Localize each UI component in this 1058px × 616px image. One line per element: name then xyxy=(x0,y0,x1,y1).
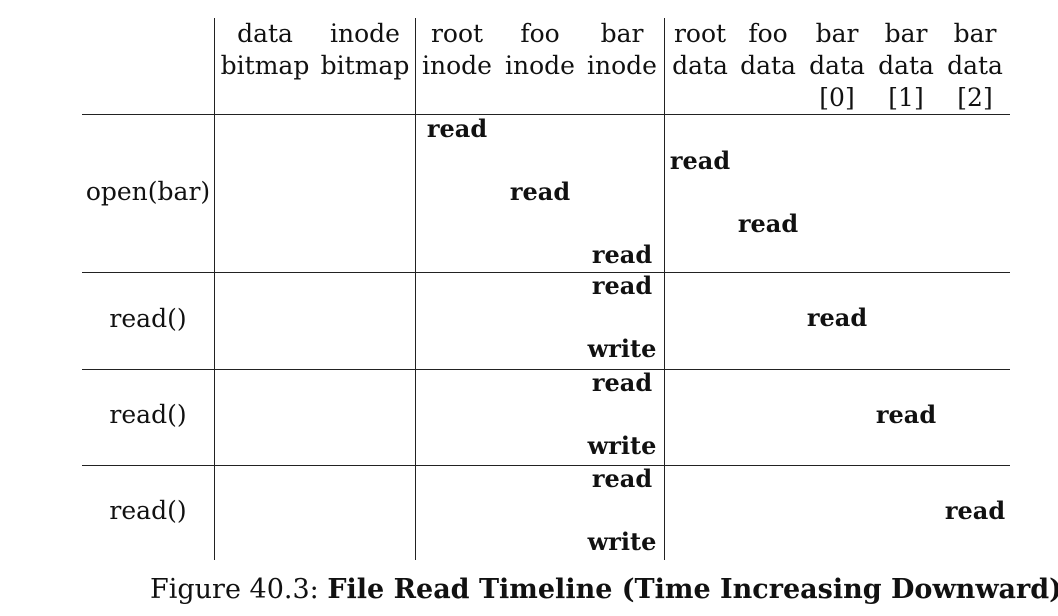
column-header-line: inode xyxy=(587,51,657,80)
column-header: bar inode xyxy=(587,18,657,82)
column-header: bar data [1] xyxy=(878,18,934,114)
column-header: foo data xyxy=(740,18,796,82)
column-header: data bitmap xyxy=(221,18,310,82)
column-header-line: foo xyxy=(748,19,788,48)
column-header-line: foo xyxy=(520,19,560,48)
column-divider xyxy=(415,18,416,560)
row-label: read() xyxy=(109,303,187,333)
column-header-line: data xyxy=(237,19,293,48)
column-header: inode bitmap xyxy=(321,18,410,82)
column-divider xyxy=(664,18,665,560)
caption-prefix: Figure 40.3: xyxy=(150,574,328,605)
row-divider xyxy=(82,465,1010,466)
column-header-line: data xyxy=(672,51,728,80)
caption-title: File Read Timeline (Time Increasing Down… xyxy=(327,574,1058,605)
operation-read: read xyxy=(426,114,488,143)
operation-write: write xyxy=(587,334,657,363)
column-header-line: data xyxy=(878,51,934,80)
operation-read: read xyxy=(591,464,653,493)
operation-read: read xyxy=(509,177,571,206)
column-header-line: bitmap xyxy=(220,51,310,80)
column-header: foo inode xyxy=(505,18,575,82)
row-label: open(bar) xyxy=(85,177,211,206)
operation-read: read xyxy=(669,145,731,175)
operation-read: read xyxy=(737,208,799,238)
column-header: bar data [0] xyxy=(809,18,865,114)
operation-write: write xyxy=(587,527,657,556)
operation-read: read xyxy=(875,399,937,429)
column-header-line: root xyxy=(430,19,484,48)
operation-read: read xyxy=(591,240,653,269)
column-header-line: data xyxy=(740,51,796,80)
row-divider xyxy=(82,369,1010,370)
column-header: root inode xyxy=(422,18,492,82)
column-header-line: [1] xyxy=(888,83,924,112)
column-header-line: data xyxy=(809,51,865,80)
column-header: root data xyxy=(672,18,728,82)
row-divider xyxy=(82,272,1010,273)
figure-caption: Figure 40.3: File Read Timeline (Time In… xyxy=(150,574,1058,605)
operation-read: read xyxy=(591,271,653,300)
column-header-line: root xyxy=(673,19,727,48)
column-divider xyxy=(214,18,215,560)
column-header-line: bar xyxy=(953,19,997,48)
operation-read: read xyxy=(944,495,1006,525)
row-divider xyxy=(82,114,1010,115)
operation-read: read xyxy=(806,302,868,332)
column-header-line: data xyxy=(947,51,1003,80)
operation-read: read xyxy=(591,368,653,397)
column-header: bar data [2] xyxy=(947,18,1003,114)
column-header-line: bar xyxy=(600,19,644,48)
operation-write: write xyxy=(587,431,657,460)
column-header-line: inode xyxy=(422,51,492,80)
column-header-line: [2] xyxy=(957,83,993,112)
column-header-line: bitmap xyxy=(320,51,410,80)
row-label: read() xyxy=(109,495,187,525)
column-header-line: bar xyxy=(884,19,928,48)
column-header-line: inode xyxy=(330,19,400,48)
row-label: read() xyxy=(109,400,187,429)
column-header-line: [0] xyxy=(819,83,855,112)
column-header-line: inode xyxy=(505,51,575,80)
column-header-line: bar xyxy=(815,19,859,48)
